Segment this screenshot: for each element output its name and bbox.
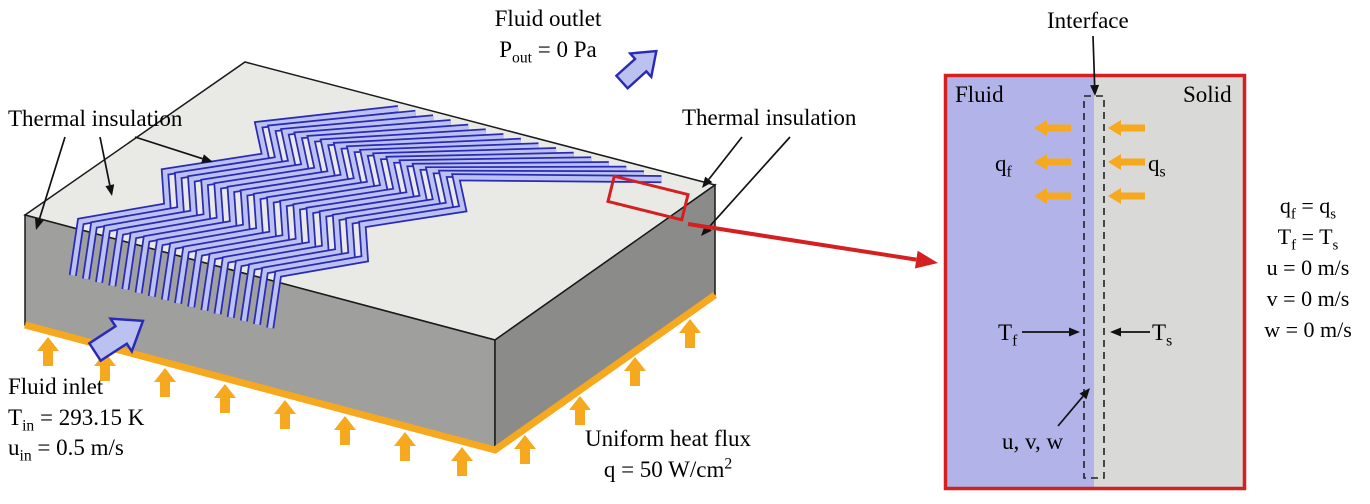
- fluid-outlet-pressure: Pout = 0 Pa: [499, 36, 597, 67]
- interface-dashed-region: [1083, 95, 1105, 479]
- solid-region-label: Solid: [1183, 82, 1232, 107]
- bc-velocity-v: v = 0 m/s: [1266, 286, 1350, 311]
- fluid-region-label: Fluid: [955, 82, 1004, 107]
- fluid-inlet-temperature: Tin = 293.15 K: [8, 404, 145, 435]
- solid-region: [1094, 77, 1243, 488]
- uvw-label: u, v, w: [1002, 429, 1064, 454]
- tf-label: Tf: [998, 320, 1018, 350]
- bc-temperature: Tf = Ts: [1277, 224, 1339, 254]
- qs-label: qs: [1148, 151, 1166, 181]
- heated-base-strip: [24, 292, 718, 454]
- bc-velocity-w: w = 0 m/s: [1264, 317, 1352, 342]
- microchannels: [68, 105, 662, 329]
- fluid-outlet-label: Fluid outlet Pout = 0 Pa: [448, 4, 648, 65]
- ts-label: Ts: [1152, 320, 1173, 350]
- heat-flux-label: Uniform heat flux q = 50 W/cm2: [548, 424, 788, 485]
- heat-flux-value: q = 50 W/cm2: [603, 454, 733, 482]
- bc-heat-flux: qf = qs: [1279, 193, 1337, 223]
- annotation-arrows: [35, 35, 1150, 427]
- heat-flux-title: Uniform heat flux: [584, 426, 752, 451]
- interface-label: Interface: [1047, 8, 1129, 33]
- bc-velocity-u: u = 0 m/s: [1266, 255, 1350, 280]
- fluid-region: [947, 77, 1094, 488]
- boundary-conditions: qf = qs Tf = Ts u = 0 m/s v = 0 m/s w = …: [1246, 190, 1370, 345]
- zoom-region-outline: [606, 174, 690, 222]
- fluid-inlet-title: Fluid inlet: [8, 374, 104, 399]
- fluid-inlet-label: Fluid inlet Tin = 293.15 K uin = 0.5 m/s: [8, 372, 144, 464]
- thermal-insulation-label-right: Thermal insulation: [682, 105, 857, 130]
- thermal-insulation-label-left: Thermal insulation: [8, 106, 183, 131]
- fluid-outlet-title: Fluid outlet: [494, 6, 602, 31]
- interface-detail-panel: [943, 73, 1247, 491]
- qf-label: qf: [995, 151, 1012, 181]
- fluid-inlet-velocity: uin = 0.5 m/s: [8, 435, 124, 465]
